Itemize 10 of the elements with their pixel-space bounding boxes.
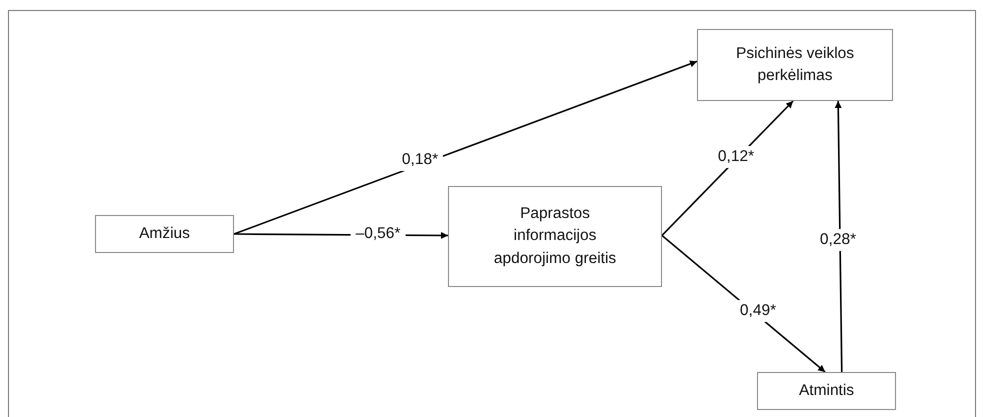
variable-box: [95, 215, 234, 253]
variable-name: Amžius: [139, 224, 190, 244]
variable-name: Paprastos informacijos apdorojimo greitis: [492, 204, 618, 269]
variable-name: Psichinės veiklos perkėlimas: [734, 44, 856, 86]
variable-name: Atmintis: [798, 380, 854, 401]
arrow: [834, 100, 843, 372]
variable-box: [448, 186, 662, 287]
variable-box: [757, 372, 896, 410]
arrow: [234, 60, 698, 235]
variable-box: [697, 29, 893, 101]
